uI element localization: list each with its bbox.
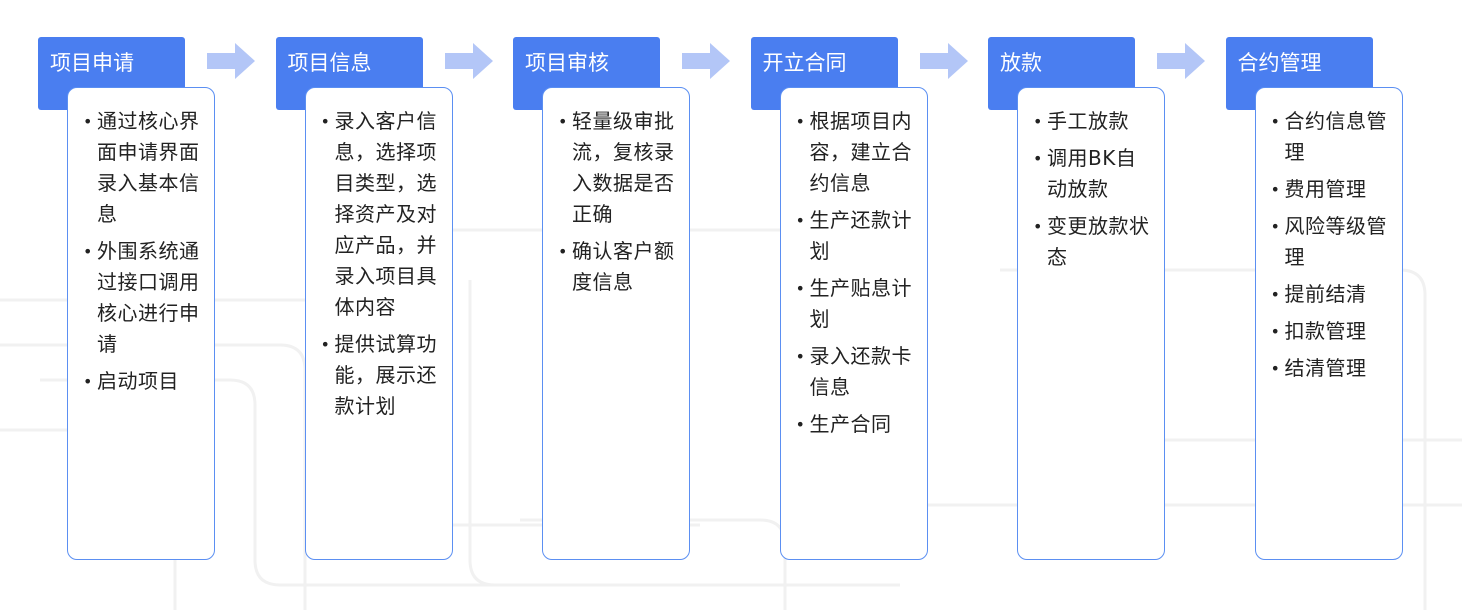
bullet-icon: • xyxy=(1033,217,1043,236)
list-item: •生产贴息计划 xyxy=(796,273,917,335)
stage-title: 开立合同 xyxy=(762,51,847,75)
bullet-icon: • xyxy=(1270,285,1281,304)
list-item: •外围系统通过接口调用核心进行申请 xyxy=(83,236,204,360)
list-item: •提供试算功能，展示还款计划 xyxy=(321,329,442,422)
item-text: 轻量级审批流，复核录入数据是否正确 xyxy=(572,109,675,226)
right-arrow-icon xyxy=(207,43,255,79)
item-text: 风险等级管理 xyxy=(1284,214,1387,269)
stage-title: 项目申请 xyxy=(50,51,134,75)
stage-title: 放款 xyxy=(1000,51,1042,75)
item-text: 通过核心界面申请界面录入基本信息 xyxy=(97,109,200,226)
stage-item-list: •根据项目内容，建立合约信息•生产还款计划•生产贴息计划•录入还款卡信息•生产合… xyxy=(796,106,917,440)
bullet-icon: • xyxy=(83,112,93,131)
list-item: •生产还款计划 xyxy=(796,205,917,267)
stage-item-list: •录入客户信息，选择项目类型，选择资产及对应产品，并录入项目具体内容•提供试算功… xyxy=(321,106,442,422)
bullet-icon: • xyxy=(1270,322,1281,341)
list-item: •生产合同 xyxy=(796,409,917,440)
bullet-icon: • xyxy=(320,335,331,354)
bullet-icon: • xyxy=(83,242,93,261)
list-item: •扣款管理 xyxy=(1271,316,1392,347)
list-item: •确认客户额度信息 xyxy=(558,236,679,298)
list-item: •手工放款 xyxy=(1033,106,1154,137)
item-text: 手工放款 xyxy=(1047,109,1129,133)
bullet-icon: • xyxy=(795,279,806,298)
stage-item-list: •通过核心界面申请界面录入基本信息•外围系统通过接口调用核心进行申请•启动项目 xyxy=(83,106,204,397)
bullet-icon: • xyxy=(795,112,806,131)
list-item: •调用BK自动放款 xyxy=(1033,143,1154,205)
bullet-icon: • xyxy=(1033,149,1043,168)
stage-detail-card: •手工放款•调用BK自动放款•变更放款状态 xyxy=(1017,87,1165,560)
bullet-icon: • xyxy=(1270,112,1281,131)
list-item: •费用管理 xyxy=(1271,174,1392,205)
stage-detail-card: •轻量级审批流，复核录入数据是否正确•确认客户额度信息 xyxy=(542,87,690,560)
bullet-icon: • xyxy=(795,211,806,230)
bullet-icon: • xyxy=(558,242,568,261)
item-text: 生产贴息计划 xyxy=(809,276,912,331)
stage-3: 项目审核•轻量级审批流，复核录入数据是否正确•确认客户额度信息 xyxy=(513,37,690,562)
right-arrow-icon xyxy=(919,43,968,79)
item-text: 外围系统通过接口调用核心进行申请 xyxy=(97,239,200,356)
item-text: 确认客户额度信息 xyxy=(572,239,675,294)
stage-title: 项目审核 xyxy=(525,51,609,75)
item-text: 录入还款卡信息 xyxy=(809,344,912,399)
item-text: 生产合同 xyxy=(809,412,892,436)
item-text: 根据项目内容，建立合约信息 xyxy=(809,109,912,195)
bullet-icon: • xyxy=(1270,180,1281,199)
stage-detail-card: •通过核心界面申请界面录入基本信息•外围系统通过接口调用核心进行申请•启动项目 xyxy=(67,87,215,560)
bullet-icon: • xyxy=(83,372,93,391)
stage-title: 合约管理 xyxy=(1237,51,1322,75)
list-item: •轻量级审批流，复核录入数据是否正确 xyxy=(558,106,679,230)
bullet-icon: • xyxy=(1033,112,1043,131)
bullet-icon: • xyxy=(1270,217,1281,236)
stage-5: 放款•手工放款•调用BK自动放款•变更放款状态 xyxy=(988,37,1165,562)
bullet-icon: • xyxy=(795,415,806,434)
stage-6: 合约管理•合约信息管理•费用管理•风险等级管理•提前结清•扣款管理•结清管理 xyxy=(1225,37,1403,562)
list-item: •变更放款状态 xyxy=(1033,211,1154,273)
item-text: 变更放款状态 xyxy=(1047,214,1150,269)
item-text: 启动项目 xyxy=(97,369,179,393)
list-item: •启动项目 xyxy=(83,366,204,397)
bullet-icon: • xyxy=(320,112,331,131)
item-text: 费用管理 xyxy=(1284,177,1367,201)
list-item: •通过核心界面申请界面录入基本信息 xyxy=(83,106,204,230)
list-item: •提前结清 xyxy=(1271,279,1392,310)
list-item: •录入还款卡信息 xyxy=(796,341,917,403)
stage-4: 开立合同•根据项目内容，建立合约信息•生产还款计划•生产贴息计划•录入还款卡信息… xyxy=(750,37,928,562)
right-arrow-icon xyxy=(444,43,493,79)
item-text: 合约信息管理 xyxy=(1284,109,1387,164)
stage-2: 项目信息•录入客户信息，选择项目类型，选择资产及对应产品，并录入项目具体内容•提… xyxy=(275,37,453,562)
item-text: 扣款管理 xyxy=(1284,319,1367,343)
right-arrow-icon xyxy=(1157,43,1205,79)
bullet-icon: • xyxy=(1270,359,1281,378)
item-text: 提供试算功能，展示还款计划 xyxy=(334,332,437,418)
list-item: •风险等级管理 xyxy=(1271,211,1392,273)
stage-1: 项目申请•通过核心界面申请界面录入基本信息•外围系统通过接口调用核心进行申请•启… xyxy=(38,37,215,562)
bullet-icon: • xyxy=(558,112,568,131)
item-text: 结清管理 xyxy=(1284,356,1367,380)
stage-item-list: •合约信息管理•费用管理•风险等级管理•提前结清•扣款管理•结清管理 xyxy=(1271,106,1392,384)
stage-detail-card: •根据项目内容，建立合约信息•生产还款计划•生产贴息计划•录入还款卡信息•生产合… xyxy=(779,87,928,560)
stage-detail-card: •合约信息管理•费用管理•风险等级管理•提前结清•扣款管理•结清管理 xyxy=(1254,87,1403,560)
bullet-icon: • xyxy=(795,347,806,366)
list-item: •录入客户信息，选择项目类型，选择资产及对应产品，并录入项目具体内容 xyxy=(321,106,442,323)
item-text: 调用BK自动放款 xyxy=(1047,146,1137,201)
item-text: 录入客户信息，选择项目类型，选择资产及对应产品，并录入项目具体内容 xyxy=(334,109,437,319)
item-text: 生产还款计划 xyxy=(809,208,912,263)
list-item: •根据项目内容，建立合约信息 xyxy=(796,106,917,199)
right-arrow-icon xyxy=(682,43,730,79)
stage-item-list: •手工放款•调用BK自动放款•变更放款状态 xyxy=(1033,106,1154,273)
stage-item-list: •轻量级审批流，复核录入数据是否正确•确认客户额度信息 xyxy=(558,106,679,298)
list-item: •结清管理 xyxy=(1271,353,1392,384)
stage-title: 项目信息 xyxy=(287,51,372,75)
list-item: •合约信息管理 xyxy=(1271,106,1392,168)
item-text: 提前结清 xyxy=(1284,282,1367,306)
stage-detail-card: •录入客户信息，选择项目类型，选择资产及对应产品，并录入项目具体内容•提供试算功… xyxy=(304,87,453,560)
